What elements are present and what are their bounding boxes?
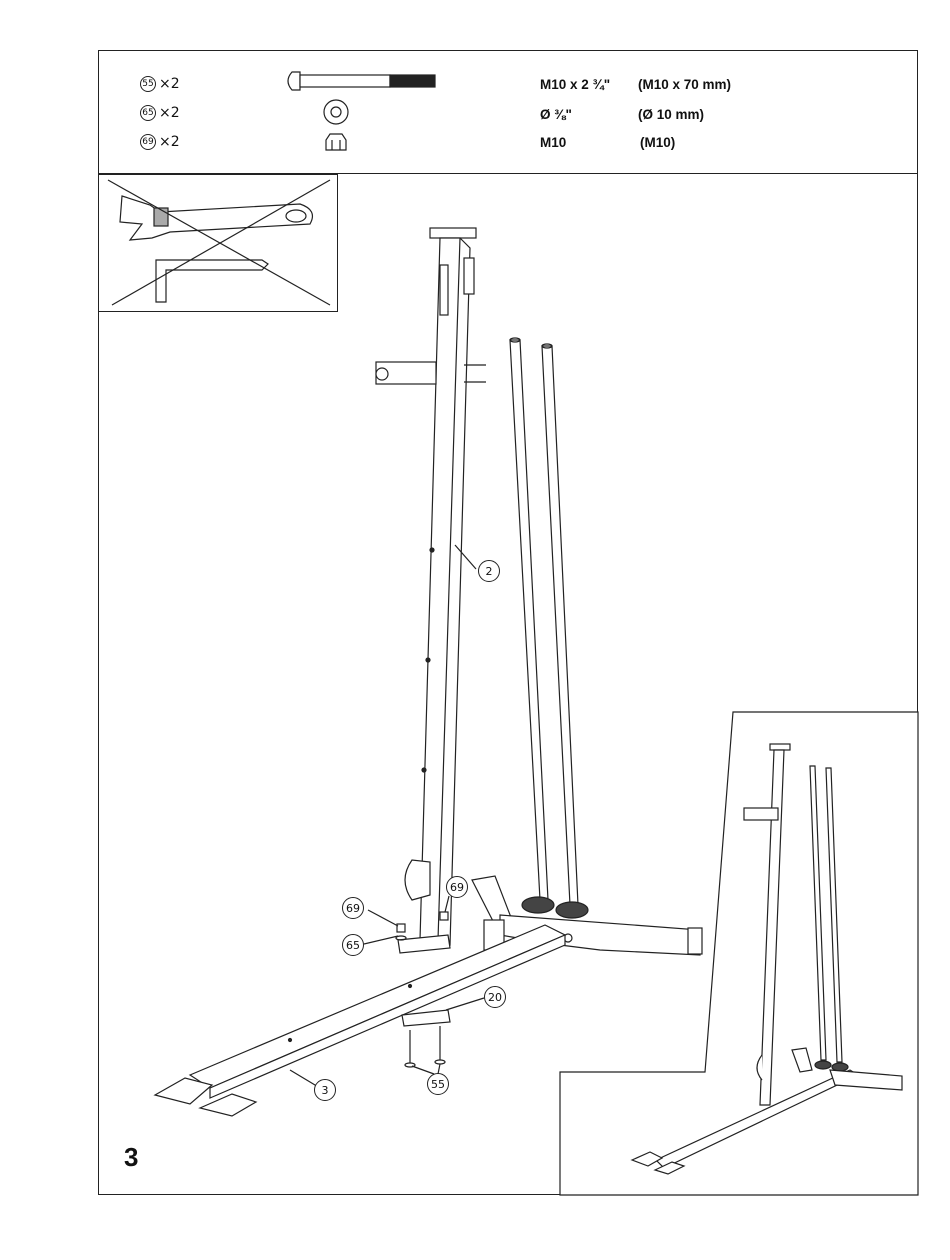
callout-part-20: 20: [484, 986, 506, 1008]
leader-line: [455, 545, 476, 569]
leader-line: [446, 998, 484, 1010]
allen-key-icon: [156, 260, 268, 302]
bolts-part-55: [405, 1026, 445, 1067]
callout-part-69-left: 69: [342, 897, 364, 919]
leader-line: [368, 910, 398, 926]
base-beam-part-3: [155, 925, 565, 1116]
step-number: 3: [124, 1142, 138, 1173]
leader-line: [445, 896, 449, 912]
inset-overview: [560, 712, 918, 1195]
callout-part-69-right: 69: [446, 876, 468, 898]
carriage-bolt-icon: [288, 72, 435, 90]
callout-part-2: 2: [478, 560, 500, 582]
callout-part-3: 3: [314, 1079, 336, 1101]
washer-icon: [324, 100, 348, 124]
rear-rails: [510, 338, 588, 918]
leader-line: [412, 1066, 434, 1074]
nut-icon: [326, 134, 346, 150]
main-upright-part-2: [376, 228, 486, 945]
callout-part-55: 55: [427, 1073, 449, 1095]
callout-part-65: 65: [342, 934, 364, 956]
leader-line: [364, 936, 398, 944]
